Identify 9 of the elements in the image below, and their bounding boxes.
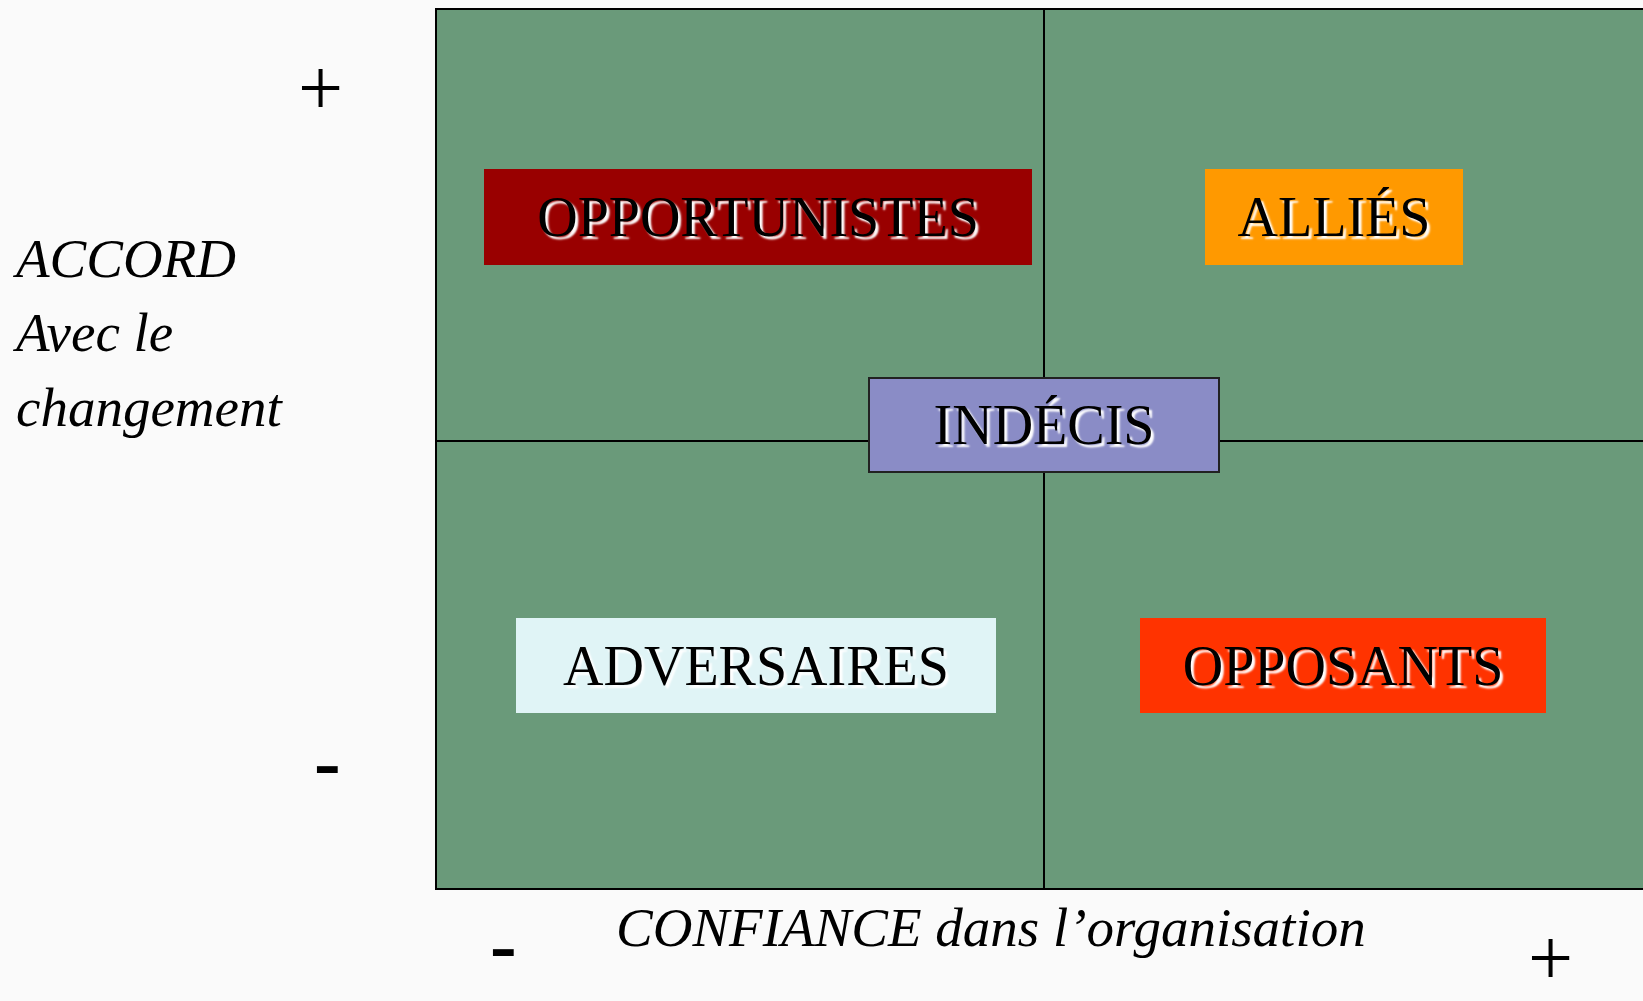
category-box: ALLIÉS	[1205, 169, 1463, 265]
category-box: OPPOSANTS	[1140, 618, 1546, 713]
axis-sign: -	[490, 905, 517, 985]
axis-sign: -	[314, 722, 341, 802]
category-box: INDÉCIS	[868, 377, 1220, 473]
category-box: ADVERSAIRES	[516, 618, 996, 713]
axis-sign: +	[1528, 918, 1574, 998]
axis-sign: +	[298, 48, 344, 128]
category-box: OPPORTUNISTES	[484, 169, 1032, 265]
